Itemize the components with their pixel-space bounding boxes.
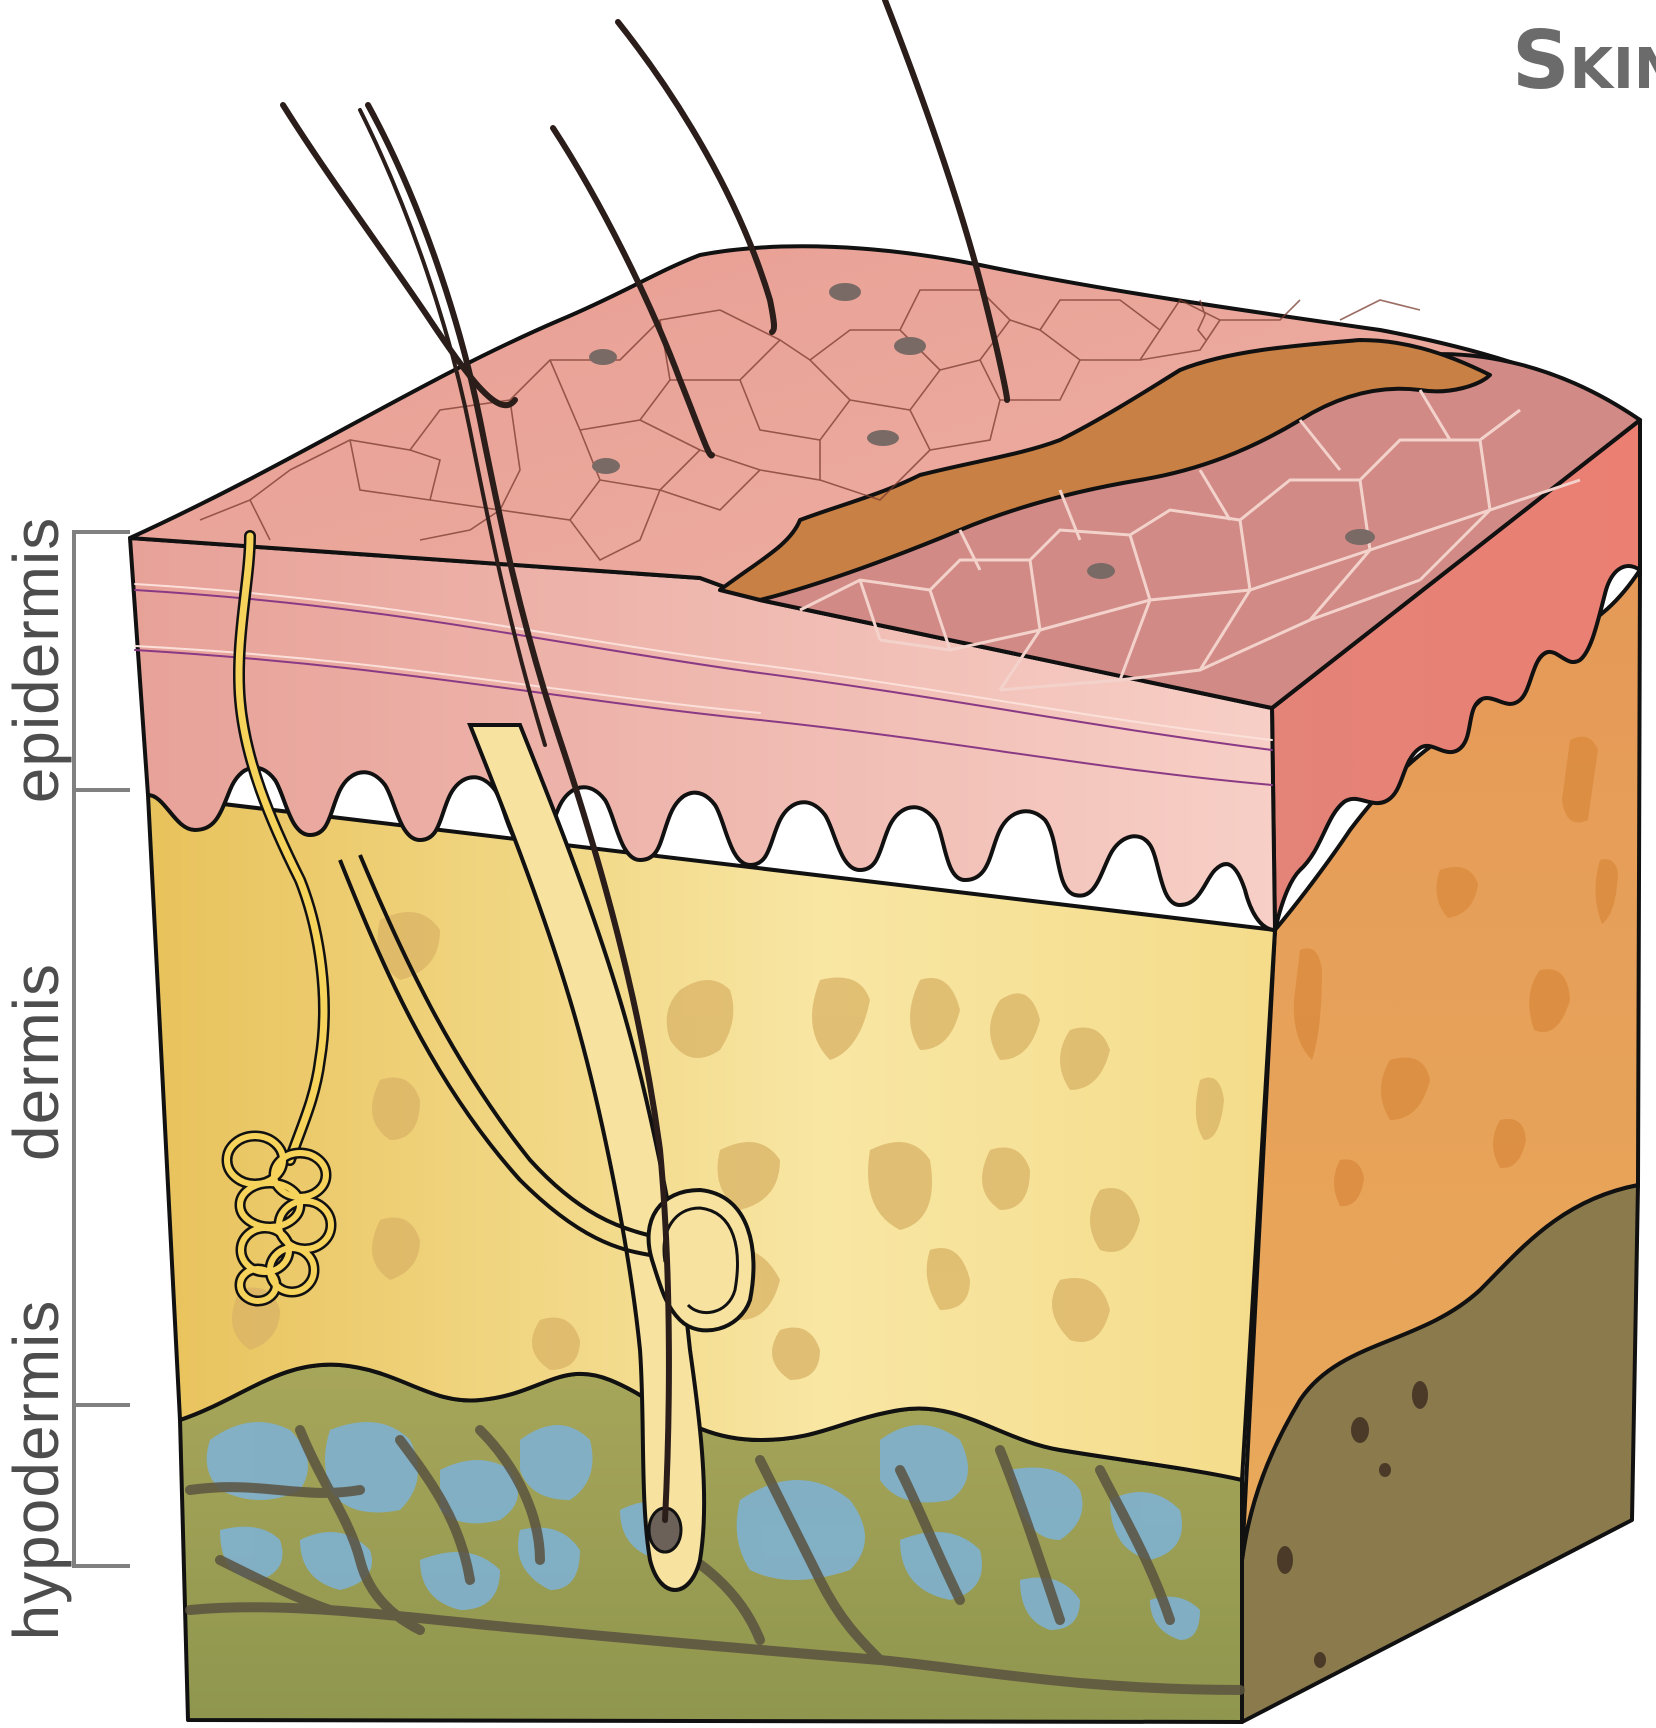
epidermis-bracket bbox=[74, 532, 130, 790]
layer-brackets bbox=[74, 532, 130, 1566]
dermis-bracket bbox=[74, 790, 130, 1405]
epidermis-label: epidermis bbox=[0, 517, 72, 803]
diagram-title: Skin bbox=[1512, 14, 1656, 107]
hypodermis-label: hypodermis bbox=[0, 1300, 72, 1641]
hypodermis-bracket bbox=[74, 1405, 130, 1566]
dermis-label: dermis bbox=[0, 963, 72, 1161]
